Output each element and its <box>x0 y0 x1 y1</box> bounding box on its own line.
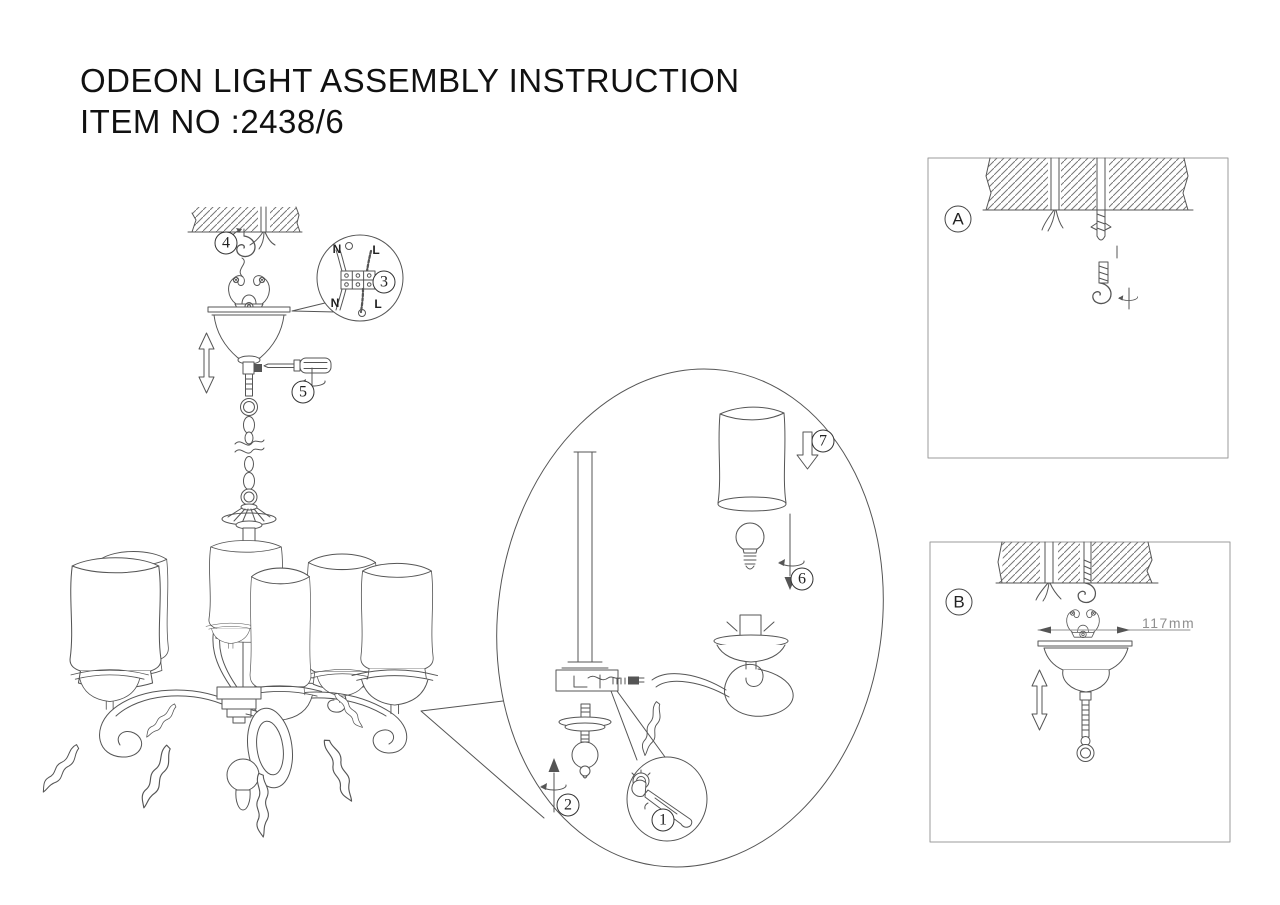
front-scroll-ring <box>245 707 293 789</box>
detail-scroll-arm <box>639 663 794 758</box>
detail-socket <box>713 614 789 670</box>
detail-ellipse <box>420 368 884 868</box>
wire-label-live-bottom: L <box>374 297 382 311</box>
leaf-ornament <box>38 741 83 797</box>
bottom-finial <box>226 758 260 811</box>
detail-column-hub <box>555 451 645 692</box>
detail-finial <box>558 703 612 779</box>
detail-box-b <box>929 541 1231 843</box>
glass-shade <box>69 557 162 689</box>
main-ceiling <box>187 206 303 250</box>
wiring-balloon <box>291 234 404 322</box>
bulb-icon <box>735 522 765 570</box>
wire-label-live-top: L <box>372 243 380 257</box>
leaf-ornament <box>137 742 176 812</box>
glass-shade <box>249 567 312 706</box>
hook-icon <box>236 228 256 258</box>
document-header: ODEON LIGHT ASSEMBLY INSTRUCTION ITEM NO… <box>80 60 740 142</box>
canopy-width-dimension: 117mm <box>1142 615 1196 631</box>
rotate-arrow-2 <box>539 758 567 813</box>
callout-step-4: 4 <box>214 231 238 255</box>
arm-left <box>99 689 223 758</box>
hub-stack <box>216 686 262 724</box>
wire-label-neutral-top: N <box>332 242 342 256</box>
chain <box>234 398 265 506</box>
canopy-main <box>207 306 291 397</box>
item-number: ITEM NO :2438/6 <box>80 103 345 140</box>
hang-wire <box>239 257 245 278</box>
callout-step-1: 1 <box>651 808 675 832</box>
detail-a-label: A <box>944 205 972 233</box>
leaf-ornament <box>318 736 360 805</box>
wire-label-neutral-bottom: N <box>330 296 340 310</box>
leaf-ornament <box>143 701 180 742</box>
page-title: ODEON LIGHT ASSEMBLY INSTRUCTION <box>80 62 740 99</box>
callout-step-7: 7 <box>811 429 835 453</box>
screwdriver-icon <box>263 357 332 374</box>
wrench-balloon <box>610 690 708 842</box>
detail-shade <box>717 406 787 512</box>
detail-box-a <box>927 157 1229 459</box>
callout-step-3: 3 <box>372 270 396 294</box>
leaf-ornament <box>331 690 368 731</box>
bobeche <box>221 503 277 530</box>
up-down-arrow-icon <box>198 332 215 394</box>
mounting-bracket-icon <box>228 275 270 311</box>
callout-step-6: 6 <box>790 567 814 591</box>
callout-step-5: 5 <box>291 380 315 404</box>
detail-b-label: B <box>945 588 973 616</box>
callout-step-2: 2 <box>556 793 580 817</box>
glass-shade <box>360 562 434 686</box>
